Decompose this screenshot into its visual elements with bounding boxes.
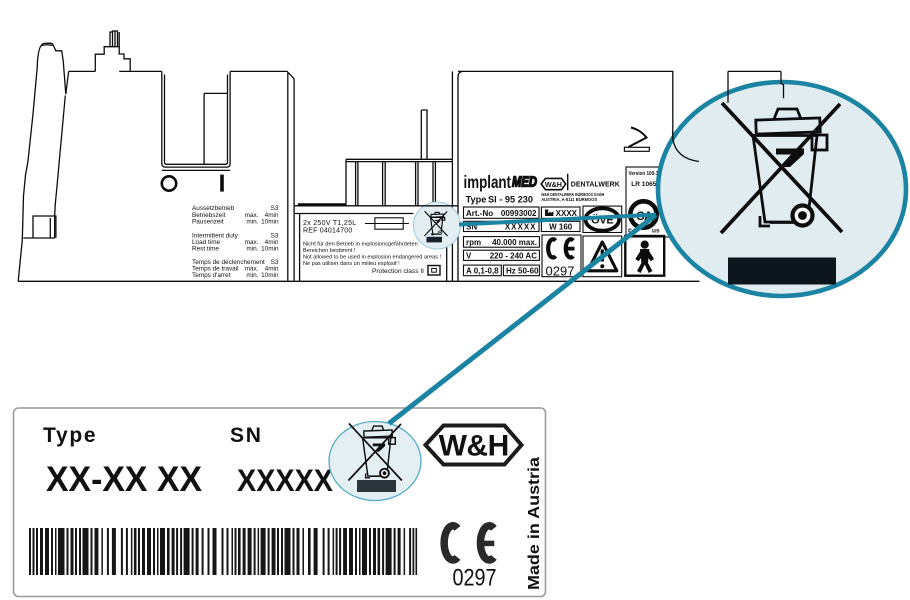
svg-text:Hz 50-60: Hz 50-60	[506, 266, 539, 275]
svg-text:min.: min.	[246, 218, 258, 225]
svg-text:V: V	[466, 251, 472, 260]
svg-text:Pausenzeit: Pausenzeit	[192, 218, 224, 225]
svg-text:10min: 10min	[261, 218, 279, 225]
svg-text:min.: min.	[246, 245, 258, 252]
svg-text:LR 106544: LR 106544	[631, 181, 664, 188]
svg-text:DENTALWERK: DENTALWERK	[571, 180, 620, 189]
svg-text:W 160: W 160	[549, 223, 573, 232]
svg-text:W&H: W&H	[545, 180, 562, 189]
svg-text:4min: 4min	[265, 212, 279, 219]
svg-text:Betriebszeit: Betriebszeit	[192, 212, 226, 219]
svg-text:0297: 0297	[546, 264, 575, 278]
svg-text:Aussetzbetrieb: Aussetzbetrieb	[192, 205, 235, 212]
svg-text:0297: 0297	[453, 565, 497, 592]
svg-text:XXXX: XXXX	[556, 209, 578, 218]
svg-text:W&H DENTALWERK BÜRMOOS GmbH: W&H DENTALWERK BÜRMOOS GmbH	[541, 191, 605, 197]
svg-text:S3: S3	[271, 259, 279, 266]
svg-text:XX-XX XX: XX-XX XX	[46, 460, 203, 499]
svg-text:Nicht für den Betrieb in explo: Nicht für den Betrieb in explosionsgefäh…	[303, 242, 418, 248]
svg-text:W&H: W&H	[439, 430, 509, 463]
svg-text:Temps d'arret: Temps d'arret	[192, 272, 231, 279]
svg-text:SN: SN	[466, 223, 477, 232]
svg-text:Rest time: Rest time	[192, 245, 219, 252]
svg-text:AUSTRIA, A-5111 BÜRMOOS: AUSTRIA, A-5111 BÜRMOOS	[541, 196, 597, 202]
svg-text:Made in Austria: Made in Austria	[526, 457, 543, 590]
svg-text:XXXXX: XXXXX	[505, 223, 537, 232]
svg-text:max.: max.	[245, 265, 259, 272]
svg-text:Temps de déclenchement: Temps de déclenchement	[192, 259, 265, 266]
svg-text:Type: Type	[466, 195, 487, 205]
svg-text:SN: SN	[230, 424, 263, 447]
svg-text:Not allowed to be used in expl: Not allowed to be used in explosion enda…	[303, 254, 442, 260]
svg-text:00993002: 00993002	[501, 209, 537, 218]
svg-text:Version 100-130V: Version 100-130V	[629, 171, 668, 177]
svg-text:Protection class II: Protection class II	[372, 268, 424, 275]
svg-text:MED: MED	[512, 175, 537, 191]
svg-text:c: c	[628, 228, 632, 235]
svg-text:220 - 240 AC: 220 - 240 AC	[490, 251, 538, 260]
svg-text:40.000 max.: 40.000 max.	[492, 238, 537, 247]
svg-text:us: us	[652, 228, 660, 235]
svg-text:Intermittent duty: Intermittent duty	[192, 232, 239, 239]
svg-text:max.: max.	[245, 239, 259, 246]
svg-text:S3: S3	[271, 232, 279, 239]
svg-text:XXXXX: XXXXX	[237, 462, 333, 498]
svg-text:4min: 4min	[265, 239, 279, 246]
svg-text:SI - 95 230: SI - 95 230	[488, 195, 533, 205]
svg-text:max.: max.	[245, 212, 259, 219]
svg-text:Load time: Load time	[192, 239, 221, 246]
svg-text:10min: 10min	[261, 272, 279, 279]
svg-text:4min: 4min	[265, 265, 279, 272]
svg-text:REF 04014700: REF 04014700	[303, 228, 353, 235]
svg-text:min.: min.	[246, 272, 258, 279]
svg-text:Ne pas utiliser dans un milieu: Ne pas utiliser dans un milieu explosif …	[303, 261, 400, 267]
svg-text:Temps de travail: Temps de travail	[192, 265, 239, 272]
svg-text:implant: implant	[464, 172, 512, 192]
svg-text:10min: 10min	[261, 245, 279, 252]
svg-text:2x 250V T1,25L: 2x 250V T1,25L	[303, 220, 357, 227]
svg-text:S3: S3	[271, 205, 279, 212]
svg-text:Bereichen bestimmt !: Bereichen bestimmt !	[303, 248, 356, 254]
svg-text:Type: Type	[43, 424, 97, 447]
svg-text:A 0,1-0,8: A 0,1-0,8	[466, 266, 499, 275]
svg-text:rpm: rpm	[466, 238, 481, 247]
svg-text:Art.-No: Art.-No	[466, 209, 493, 218]
